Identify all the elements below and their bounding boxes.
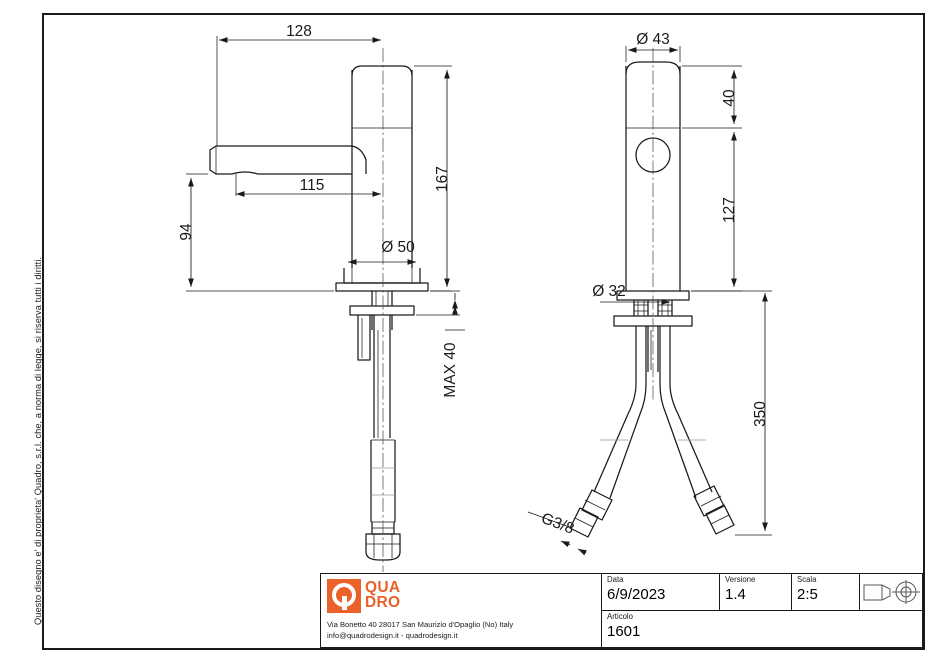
field-data: Data 6/9/2023 (602, 574, 720, 610)
field-data-label: Data (607, 575, 624, 584)
field-versione-label: Versione (725, 575, 756, 584)
dim-max-40: MAX 40 (442, 342, 459, 398)
field-articolo-value: 1601 (607, 622, 641, 640)
dim-115: 115 (300, 177, 325, 194)
side-view-geometry (569, 48, 735, 538)
title-block-company: QUA DRO Via Bonetto 40 28017 San Maurizi… (321, 574, 602, 647)
first-angle-projection-symbol (863, 580, 920, 604)
address-line-2: info@quadrodesign.it - quadrodesign.it (327, 631, 458, 640)
field-versione-value: 1.4 (725, 585, 746, 603)
company-logo: QUA DRO (327, 579, 595, 613)
projection-symbol-cell (860, 574, 922, 610)
field-articolo-label: Articolo (607, 612, 633, 621)
title-block-row-article: Articolo 1601 (602, 611, 922, 647)
front-view-dimensions: 128 115 167 94 Ø 50 MAX 40 (178, 23, 465, 398)
logo-line-2: DRO (365, 594, 401, 612)
logo-line-1: QUA (365, 579, 401, 596)
field-scala-label: Scala (797, 575, 817, 584)
dim-350: 350 (752, 401, 769, 427)
dim-diameter-32: Ø 32 (592, 283, 626, 300)
logo-wordmark: QUA DRO (365, 579, 401, 612)
field-scala-value: 2:5 (797, 585, 818, 603)
title-block: QUA DRO Via Bonetto 40 28017 San Maurizi… (320, 573, 923, 648)
dim-128: 128 (286, 23, 312, 40)
field-versione: Versione 1.4 (720, 574, 792, 610)
address-line-1: Via Bonetto 40 28017 San Maurizio d'Opag… (327, 620, 514, 629)
title-block-fields: Data 6/9/2023 Versione 1.4 Scala 2:5 (602, 574, 922, 647)
dim-94: 94 (178, 223, 195, 241)
front-view-geometry (209, 48, 429, 572)
dim-thread-g38: G3/8 (539, 510, 576, 538)
field-scala: Scala 2:5 (792, 574, 860, 610)
dim-167: 167 (434, 166, 451, 192)
field-data-value: 6/9/2023 (607, 585, 666, 603)
title-block-row-meta: Data 6/9/2023 Versione 1.4 Scala 2:5 (602, 574, 922, 611)
dim-diameter-43: Ø 43 (636, 31, 670, 48)
dim-40: 40 (721, 89, 738, 107)
dim-127: 127 (721, 197, 738, 223)
field-articolo: Articolo 1601 (602, 611, 922, 647)
side-view-dimensions: Ø 43 40 127 Ø 32 350 G3/8 (527, 31, 772, 556)
dim-diameter-50: Ø 50 (381, 239, 415, 256)
company-address: Via Bonetto 40 28017 San Maurizio d'Opag… (327, 619, 595, 641)
drawing-frame (42, 13, 925, 650)
quadro-q-icon (327, 579, 361, 613)
